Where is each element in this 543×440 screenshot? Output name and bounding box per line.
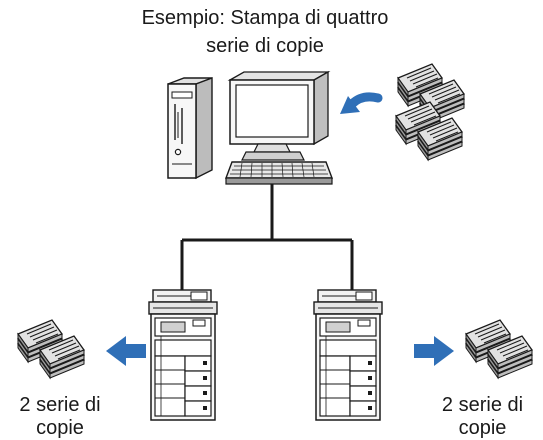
printer-icon xyxy=(313,289,383,421)
document-stack-icon xyxy=(466,320,532,378)
monitor-icon xyxy=(227,70,331,161)
caption-left: 2 serie di copie xyxy=(19,394,101,439)
arrow-icon xyxy=(414,336,454,366)
document-stack-icon xyxy=(396,64,464,160)
printer-icon xyxy=(148,289,218,421)
network-cables xyxy=(180,184,354,292)
caption-right: 2 serie di copie xyxy=(441,394,524,439)
caption-top: Esempio: Stampa di quattro serie di copi… xyxy=(141,7,389,57)
arrow-icon xyxy=(106,336,146,366)
keyboard-icon xyxy=(224,161,334,185)
arrow-icon xyxy=(340,92,383,114)
document-stack-icon xyxy=(18,320,84,378)
computer-tower-icon xyxy=(167,76,213,180)
